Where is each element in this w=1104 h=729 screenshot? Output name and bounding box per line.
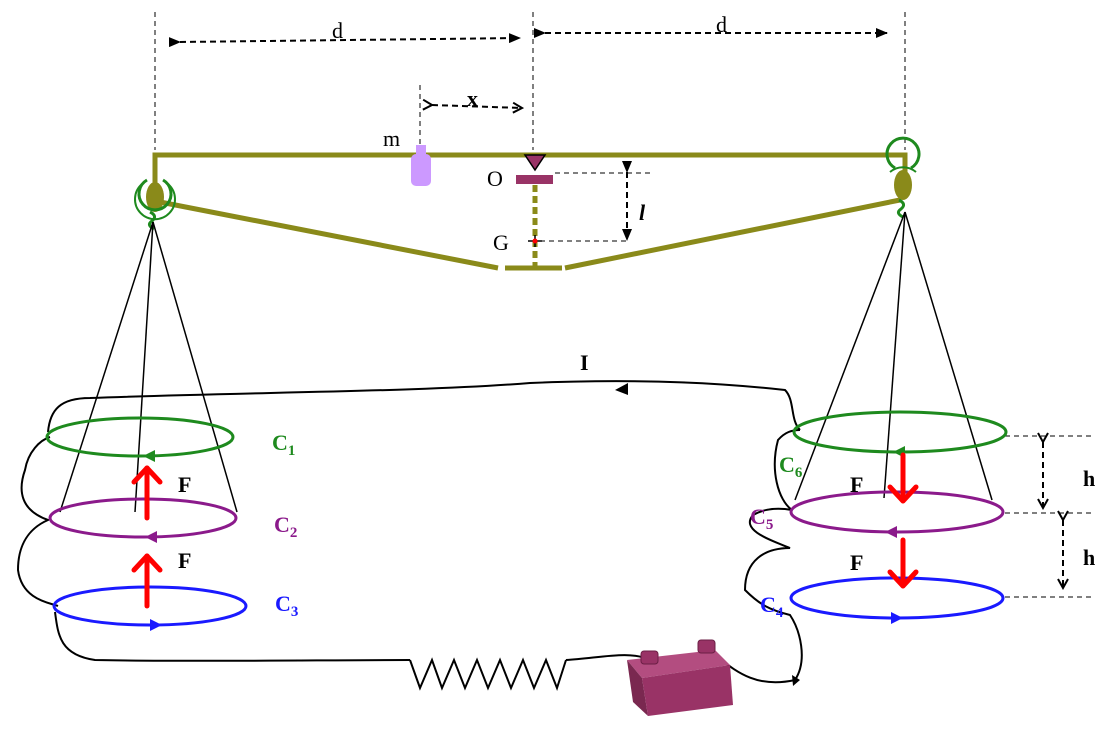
left-loop-wire: [16, 436, 59, 607]
circuit-wires: [16, 380, 803, 691]
label-h-lower: h: [1083, 545, 1095, 570]
text-labels: d d x m O G l I F F F F h h: [178, 12, 1095, 575]
label-c1: C1: [272, 430, 295, 459]
force-arrows: [131, 452, 919, 609]
label-force-left-lower: F: [178, 548, 191, 573]
balance-beam: [152, 152, 908, 271]
resistor: [409, 657, 567, 691]
label-c2: C2: [274, 512, 297, 541]
label-g: G: [493, 230, 509, 255]
beam-right-arm: [564, 197, 901, 271]
label-d-right: d: [716, 12, 727, 37]
coil-c6: [792, 410, 1008, 454]
label-m: m: [383, 126, 400, 151]
center-of-gravity: [528, 235, 542, 247]
coil-c2: [48, 497, 238, 539]
label-l: l: [639, 200, 646, 225]
label-h-upper: h: [1083, 466, 1095, 491]
guide-lines: [154, 12, 1095, 598]
coil-c4: [789, 576, 1005, 620]
coil-direction-arrows: [143, 446, 905, 631]
dimension-arrows: [168, 28, 1063, 588]
suspension-strings: [59, 211, 993, 513]
left-hook: [134, 178, 176, 231]
label-force-right-lower: F: [850, 550, 863, 575]
label-o: O: [487, 166, 503, 191]
label-c4: C4: [760, 592, 784, 621]
top-wire: [47, 380, 801, 433]
right-hook: [885, 136, 921, 219]
right-loop-wire: [707, 429, 803, 684]
battery: [627, 639, 733, 716]
label-c6: C6: [779, 452, 803, 481]
x-arrow: [432, 105, 522, 108]
beam-left-arm: [159, 199, 499, 271]
label-c5: C5: [750, 504, 773, 533]
pivot: [516, 154, 553, 184]
current-arrow: [615, 383, 628, 395]
label-current: I: [580, 350, 589, 375]
label-force-left-upper: F: [178, 472, 191, 497]
mass-weight: [411, 145, 431, 186]
coils: [45, 410, 1008, 627]
label-d-left: d: [332, 18, 343, 43]
bottom-left-wire: [54, 611, 411, 662]
wire-arrow: [792, 675, 800, 686]
coil-c1: [45, 416, 235, 458]
label-force-right-upper: F: [850, 472, 863, 497]
label-x: x: [467, 86, 478, 111]
coil-labels: C1 C2 C3 C4 C5 C6: [272, 430, 803, 621]
d-left-arrow: [168, 33, 521, 48]
label-c3: C3: [275, 591, 298, 620]
